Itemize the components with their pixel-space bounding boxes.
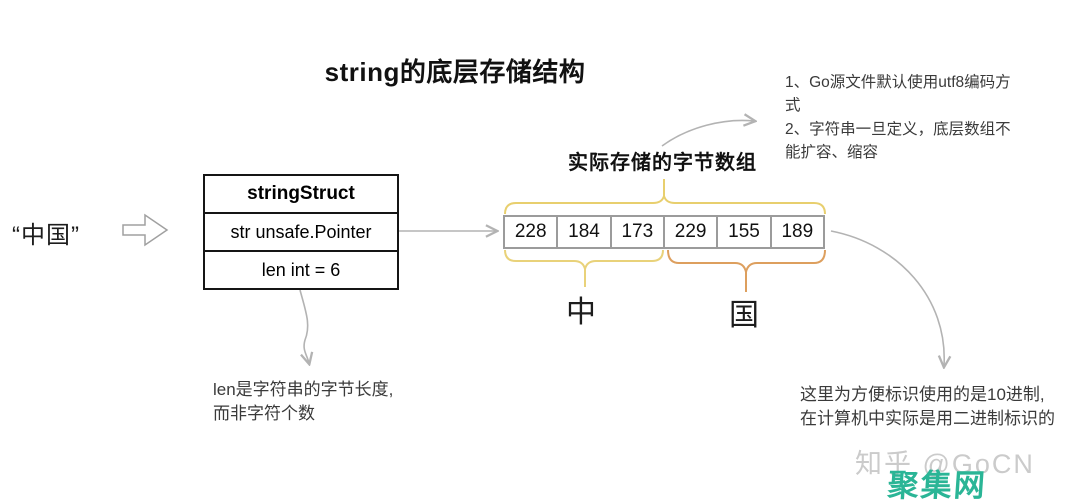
group-char-zhong: 中: [566, 296, 596, 329]
encoding-note-arrow: [661, 120, 754, 147]
byte-array-label: 实际存储的字节数组: [568, 152, 757, 174]
zhong-group-brace: [504, 249, 664, 287]
byte-cell: 189: [781, 221, 814, 242]
byte-array: 228 184 173 229 155 189: [503, 215, 825, 249]
source-string-label: “中国”: [12, 222, 80, 249]
byte-cell: 229: [665, 217, 719, 247]
input-block-arrow-icon: [122, 213, 169, 247]
struct-field-pointer: str unsafe.Pointer: [230, 222, 372, 242]
diagram-title: string的底层存储结构: [324, 57, 586, 87]
decimal-note: 这里为方便标识使用的是10进制, 在计算机中实际是用二进制标识的: [800, 385, 1055, 428]
byte-cell: 155: [718, 217, 772, 247]
decimal-note-arrow: [830, 230, 944, 366]
guo-group-brace: [667, 249, 826, 292]
string-struct-title: stringStruct: [205, 176, 397, 214]
len-note-arrow: [299, 289, 309, 363]
watermark-source: 知乎 @GoCN: [855, 449, 1035, 479]
encoding-note: 1、Go源文件默认使用utf8编码方 式 2、字符串一旦定义，底层数组不 能扩容…: [785, 74, 1011, 161]
watermark-brand-logo: 聚集网: [886, 468, 989, 500]
byte-cell: 173: [612, 217, 665, 247]
group-char-guo: 国: [729, 299, 759, 332]
struct-field-length: len int = 6: [205, 250, 397, 288]
byte-cell: 228: [505, 217, 559, 247]
string-struct-box: stringStruct str unsafe.Pointer len int …: [203, 174, 399, 290]
byte-cell: 184: [558, 217, 612, 247]
length-note: len是字符串的字节长度, 而非字符个数: [213, 380, 394, 423]
full-array-brace: [504, 179, 826, 215]
